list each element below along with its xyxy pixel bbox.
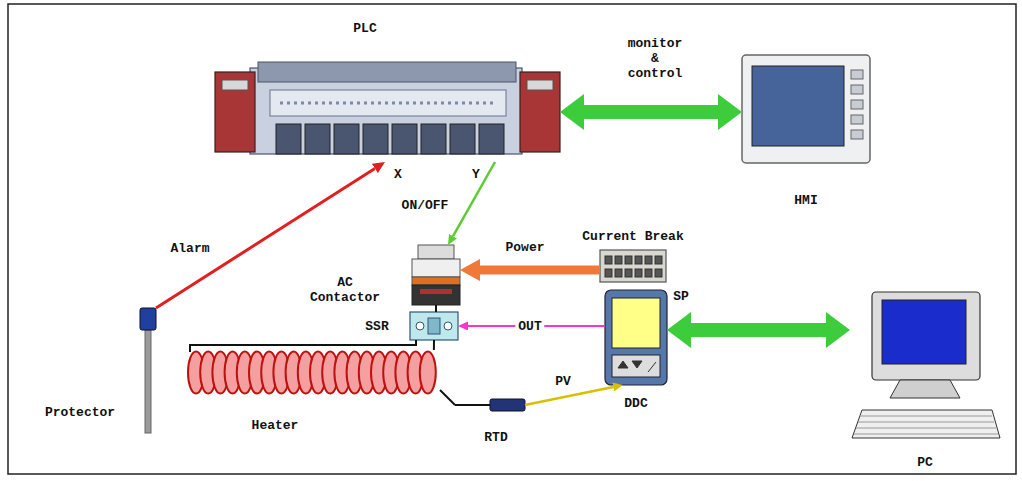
wire (440, 390, 455, 405)
heater-wire (190, 340, 416, 352)
rtd-sensor: RTD (455, 398, 525, 412)
current-break-illustration (600, 250, 666, 282)
signal-label: monitor & control (623, 36, 687, 81)
signal-label: ON/OFF (402, 198, 449, 213)
signal-arrow (525, 387, 613, 405)
device-label: PLC (353, 21, 376, 36)
frame (8, 4, 1016, 474)
hmi-panel: HMI (742, 55, 870, 163)
ac-contactor-illustration (412, 245, 460, 305)
signal-label: PV (555, 374, 571, 389)
signal-label: Power (505, 240, 544, 255)
ddc-controller: DDC (605, 290, 667, 385)
heater-coil: Heater (185, 350, 440, 395)
port-label: Y (472, 167, 480, 182)
device-label: HMI (794, 193, 817, 208)
rtd-illustration (455, 399, 525, 411)
signal-arrow (480, 266, 600, 275)
plc-illustration (215, 62, 560, 154)
ac-contactor: AC Contactor (412, 245, 460, 305)
device-label: Current Break (582, 229, 683, 244)
hmi-illustration (742, 55, 870, 163)
device-label: Protector (45, 405, 115, 420)
signal-label: SP (673, 289, 689, 304)
wire (435, 305, 437, 312)
signal-label: OUT (515, 319, 544, 334)
ddc-illustration (605, 290, 667, 385)
device-label: RTD (484, 430, 507, 445)
pc-illustration (852, 292, 1000, 438)
ssr-relay: SSR (410, 312, 458, 340)
heater-illustration (188, 340, 436, 394)
current-breaker: Current Break (600, 250, 666, 282)
protector-probe: Protector (140, 308, 156, 433)
device-label: PC (917, 455, 933, 470)
ssr-illustration (410, 312, 458, 340)
device-label: SSR (365, 319, 388, 334)
pc-computer: PC (850, 290, 1000, 440)
plc: PLC (215, 62, 560, 162)
signal-arrow (584, 105, 718, 119)
device-label: DDC (624, 396, 647, 411)
device-label: Heater (252, 418, 299, 433)
device-label: AC Contactor (305, 275, 385, 305)
wire (433, 340, 435, 350)
protector-illustration (140, 308, 156, 433)
connectors (156, 112, 826, 405)
port-label: X (394, 167, 402, 182)
signal-label: Alarm (170, 241, 209, 256)
signal-arrow (691, 323, 826, 337)
signal-arrow (453, 162, 495, 236)
